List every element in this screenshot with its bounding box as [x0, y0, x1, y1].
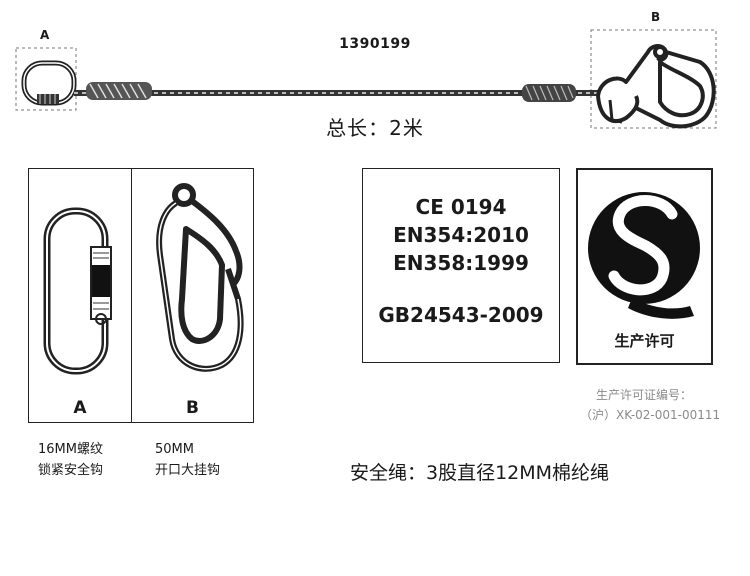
caption-a-line1: 16MM螺纹 [38, 442, 103, 457]
panel-b-letter: B [186, 398, 199, 418]
total-length: 总长：2米 [326, 116, 424, 140]
product-code: 1390199 [339, 36, 411, 52]
label-b-top: B [651, 10, 661, 24]
caption-a-line2: 锁紧安全钩 [38, 463, 104, 478]
standard-en354: EN354:2010 [393, 223, 529, 247]
panel-a-letter: A [73, 398, 87, 418]
caption-b-line2: 开口大挂钩 [155, 463, 221, 478]
rope-description: 安全绳：3股直径12MM棉纶绳 [350, 462, 610, 484]
license-title: 生产许可证编号： [596, 388, 693, 402]
callout-box-b [590, 29, 717, 129]
label-a-top: A [40, 28, 50, 42]
hook-b-icon [596, 44, 716, 129]
hook-b-detail-icon [156, 183, 244, 372]
caption-b-line1: 50MM [155, 442, 194, 457]
qs-logo-icon [588, 192, 700, 319]
panel-b: B [131, 168, 254, 423]
standard-en358: EN358:1999 [393, 251, 529, 275]
carabiner-a-detail-icon [43, 207, 112, 375]
caption-a: 16MM螺纹 锁紧安全钩 [38, 439, 103, 481]
lanyard-illustration [15, 29, 717, 129]
caption-b: 50MM 开口大挂钩 [155, 439, 220, 481]
standards-box: CE 0194 EN354:2010 EN358:1999 GB24543-20… [362, 168, 560, 363]
standard-gb: GB24543-2009 [378, 303, 544, 327]
rope-icon [74, 82, 600, 102]
standard-ce: CE 0194 [415, 195, 507, 219]
qs-label: 生产许可 [614, 332, 675, 350]
qs-mark-box: 生产许可 [576, 168, 713, 365]
carabiner-a-icon [21, 60, 77, 106]
license-number: （沪）XK-02-001-00111 [580, 408, 721, 422]
panel-a: A [28, 168, 132, 423]
